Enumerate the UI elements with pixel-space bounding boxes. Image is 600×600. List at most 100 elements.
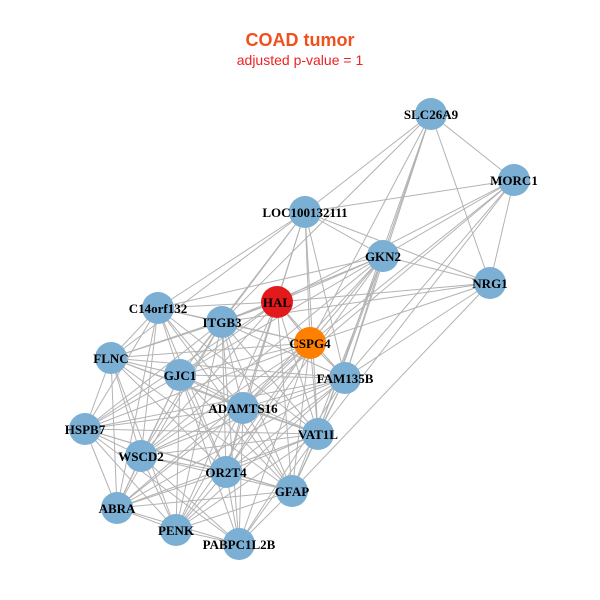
node-ABRA[interactable]: ABRA (99, 492, 136, 524)
edge-HAL-GFAP (276, 301, 293, 492)
node-circle[interactable] (415, 98, 447, 130)
edge-ITGB3-PENK (175, 321, 223, 531)
node-circle[interactable] (125, 440, 157, 472)
node-LOC100132111[interactable]: LOC100132111 (262, 196, 348, 228)
node-OR2T4[interactable]: OR2T4 (205, 456, 247, 488)
node-circle[interactable] (367, 240, 399, 272)
node-circle[interactable] (206, 306, 238, 338)
node-HAL[interactable]: HAL (261, 286, 293, 318)
node-circle[interactable] (289, 196, 321, 228)
node-circle[interactable] (294, 327, 326, 359)
node-NRG1[interactable]: NRG1 (472, 267, 508, 299)
edge-MORC1-GKN2 (382, 179, 515, 257)
node-circle[interactable] (164, 359, 196, 391)
edge-GKN2-C14orf132 (157, 255, 384, 309)
node-label: HAL (263, 295, 292, 310)
node-FAM135B[interactable]: FAM135B (317, 362, 374, 394)
edge-MORC1-LOC100132111 (304, 179, 515, 213)
node-circle[interactable] (276, 475, 308, 507)
node-CSPG4[interactable]: CSPG4 (289, 327, 331, 359)
node-label: LOC100132111 (262, 205, 347, 220)
node-label: VAT1L (298, 427, 338, 442)
edge-GKN2-FAM135B (344, 255, 384, 379)
node-circle[interactable] (95, 342, 127, 374)
node-ADAMTS16[interactable]: ADAMTS16 (208, 392, 278, 424)
edge-NRG1-FAM135B (344, 282, 491, 379)
edge-FAM135B-OR2T4 (225, 377, 346, 473)
edge-NRG1-GFAP (291, 282, 491, 492)
node-GKN2[interactable]: GKN2 (365, 240, 401, 272)
edge-FAM135B-HSPB7 (84, 377, 346, 430)
edge-CSPG4-HSPB7 (84, 342, 311, 430)
edge-MORC1-HAL (276, 179, 515, 303)
node-circle[interactable] (69, 413, 101, 445)
edge-ADAMTS16-WSCD2 (140, 407, 244, 457)
edge-SLC26A9-ITGB3 (221, 113, 432, 323)
node-GFAP[interactable]: GFAP (275, 475, 309, 507)
node-MORC1[interactable]: MORC1 (490, 164, 538, 196)
node-circle[interactable] (210, 456, 242, 488)
edge-HAL-C14orf132 (157, 301, 278, 309)
edge-MORC1-ADAMTS16 (242, 179, 515, 409)
node-circle[interactable] (223, 528, 255, 560)
node-circle[interactable] (142, 292, 174, 324)
node-label: CSPG4 (289, 336, 331, 351)
edge-FLNC-ABRA (110, 357, 118, 509)
node-PENK[interactable]: PENK (158, 514, 195, 546)
edge-C14orf132-ABRA (116, 307, 159, 509)
node-circle[interactable] (302, 418, 334, 450)
edge-GJC1-PABPC1L2B (179, 374, 240, 545)
node-SLC26A9[interactable]: SLC26A9 (404, 98, 459, 130)
edge-LOC100132111-FLNC (110, 211, 306, 359)
node-circle[interactable] (329, 362, 361, 394)
node-FLNC[interactable]: FLNC (93, 342, 129, 374)
node-label: ADAMTS16 (208, 401, 278, 416)
edge-VAT1L-WSCD2 (140, 433, 319, 457)
edge-LOC100132111-FAM135B (304, 211, 346, 379)
node-circle[interactable] (160, 514, 192, 546)
node-PABPC1L2B[interactable]: PABPC1L2B (203, 528, 276, 560)
edge-ITGB3-PABPC1L2B (221, 321, 240, 545)
edge-CSPG4-WSCD2 (140, 342, 311, 457)
edge-FLNC-WSCD2 (110, 357, 142, 457)
edge-MORC1-CSPG4 (309, 179, 515, 344)
edge-ITGB3-FLNC (110, 321, 223, 359)
node-circle[interactable] (227, 392, 259, 424)
edge-SLC26A9-LOC100132111 (304, 113, 432, 213)
edge-MORC1-NRG1 (489, 179, 515, 284)
edge-ADAMTS16-HSPB7 (84, 407, 244, 430)
node-circle[interactable] (261, 286, 293, 318)
node-WSCD2[interactable]: WSCD2 (118, 440, 164, 472)
node-label: PABPC1L2B (203, 537, 276, 552)
edge-CSPG4-FLNC (110, 342, 311, 359)
edge-GFAP-ABRA (116, 490, 293, 509)
edge-ITGB3-ABRA (116, 321, 223, 509)
edge-SLC26A9-MORC1 (430, 113, 515, 181)
edge-ITGB3-VAT1L (221, 321, 319, 435)
node-VAT1L[interactable]: VAT1L (298, 418, 338, 450)
node-GJC1[interactable]: GJC1 (164, 359, 197, 391)
edge-LOC100132111-VAT1L (304, 211, 319, 435)
edge-FLNC-VAT1L (110, 357, 319, 435)
edge-HAL-OR2T4 (225, 301, 278, 473)
edge-GKN2-WSCD2 (140, 255, 384, 457)
node-label: SLC26A9 (404, 107, 459, 122)
node-HSPB7[interactable]: HSPB7 (65, 413, 106, 445)
node-label: NRG1 (472, 276, 507, 291)
edge-GJC1-OR2T4 (179, 374, 227, 473)
node-circle[interactable] (498, 164, 530, 196)
node-circle[interactable] (474, 267, 506, 299)
node-C14orf132[interactable]: C14orf132 (129, 292, 188, 324)
edge-ITGB3-HSPB7 (84, 321, 223, 430)
edge-VAT1L-PENK (175, 433, 319, 531)
node-circle[interactable] (101, 492, 133, 524)
node-ITGB3[interactable]: ITGB3 (202, 306, 242, 338)
edge-ADAMTS16-GFAP (242, 407, 293, 492)
edge-NRG1-ITGB3 (221, 282, 491, 323)
edge-MORC1-FAM135B (344, 179, 515, 379)
node-label: GKN2 (365, 249, 401, 264)
edge-GFAP-PENK (175, 490, 293, 531)
edge-LOC100132111-C14orf132 (157, 211, 306, 309)
